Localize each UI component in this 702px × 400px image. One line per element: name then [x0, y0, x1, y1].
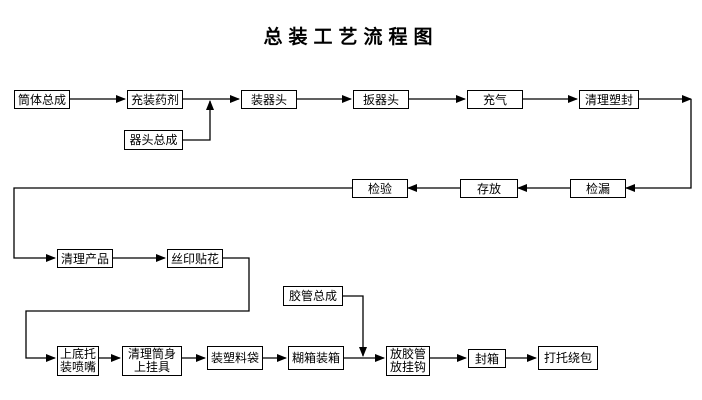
arrow-n10-n11 — [13, 187, 352, 262]
arrow-right-n8 — [625, 99, 692, 192]
node-install-head: 装器头 — [241, 90, 297, 109]
node-charge-gas: 充气 — [467, 90, 523, 109]
node-tube-assembly: 筒体总成 — [14, 90, 70, 109]
node-hose-assembly: 胶管总成 — [283, 286, 343, 306]
node-print-decal: 丝印贴花 — [167, 249, 223, 268]
node-inspection: 检验 — [352, 179, 408, 198]
node-clean-seal: 清理塑封 — [579, 90, 639, 109]
node-tighten-head: 扳器头 — [353, 90, 409, 109]
arrow-n12-n13 — [25, 257, 250, 362]
node-leak-test: 检漏 — [570, 179, 626, 198]
arrow-n17-down — [343, 295, 367, 357]
arrow-n3-merge — [183, 100, 214, 141]
diagram-title: 总装工艺流程图 — [263, 26, 439, 48]
node-clean-product: 清理产品 — [57, 249, 113, 268]
node-base-nozzle: 上底托 装喷嘴 — [57, 346, 99, 376]
node-plastic-bag: 装塑料袋 — [207, 346, 263, 370]
node-head-assembly: 器头总成 — [124, 130, 183, 150]
node-seal-box: 封箱 — [468, 349, 506, 368]
node-hose-hook: 放胶管 放挂钩 — [386, 346, 430, 376]
node-storage: 存放 — [460, 179, 518, 198]
node-clean-hanger: 清理筒身 上挂具 — [122, 346, 182, 376]
node-boxing: 糊箱装箱 — [288, 346, 344, 370]
node-pallet-wrap: 打托绕包 — [538, 346, 598, 370]
node-fill-agent: 充装药剂 — [127, 90, 183, 109]
